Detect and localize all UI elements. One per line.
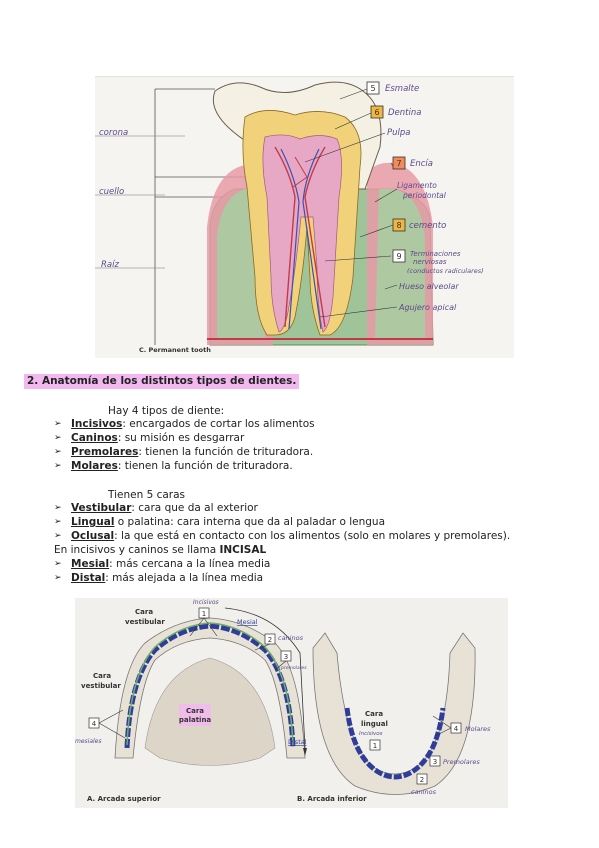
label-molares: Molares [465,725,491,733]
arrow-bullet-icon: ➢ [54,446,62,457]
tooth-anatomy-figure: 5 6 7 8 9 Esmalte Dentina Pulpa Encía Li… [95,76,514,358]
label-cuello: cuello [99,187,124,197]
label-2-top: 2 [268,636,272,644]
label-premolares-bottom: Premolares [443,758,480,766]
label-corona: corona [99,128,128,138]
label-dentina: Dentina [388,108,421,118]
list-item: ➢Caninos: su misión es desgarrar [54,431,245,444]
arrow-bullet-icon: ➢ [54,516,62,527]
label-cara-palatina1: Cara [186,707,204,715]
label-cara-vestibular-b2: vestibular [81,682,121,690]
label-distal: Distal [288,738,307,746]
label-incisivos-bottom: Incisivos [359,731,383,737]
arrow-bullet-icon: ➢ [54,460,62,471]
figure1-caption: C. Permanent tooth [139,346,211,354]
caras-list: ➢Vestibular: cara que da al exterior ➢Li… [54,502,574,585]
label-cara-lingual2: lingual [361,720,388,728]
label-caninos-bottom: caninos [411,788,437,796]
label-cara-vestibular-a1: Cara [135,608,153,616]
section-heading: 2. Anatomía de los distintos tipos de di… [24,374,300,389]
label-7: 7 [396,159,401,168]
arcades-diagram: 1 2 3 4 1 4 3 2 Incisivos [75,599,491,803]
arrow-bullet-icon: ➢ [54,419,62,429]
label-1-top: 1 [202,610,206,618]
label-hueso: Hueso alveolar [399,282,459,291]
intro-tipos: Hay 4 tipos de diente: [108,405,225,417]
dental-arcades-figure: 1 2 3 4 1 4 3 2 Incisivos [75,598,508,808]
arrow-bullet-icon: ➢ [54,432,62,443]
label-3-bottom: 3 [433,758,437,766]
label-caninos-top: caninos [278,634,304,642]
label-esmalte: Esmalte [385,84,419,94]
caption-arcada-superior: A. Arcada superior [87,795,161,803]
label-periodontal: periodontal [402,191,447,200]
arrow-bullet-icon: ➢ [54,530,62,541]
label-cemento: cemento [409,221,446,231]
label-incisivos-top: Incisivos [193,599,219,606]
label-5: 5 [370,84,375,93]
label-conductos: (conductos radiculares) [407,267,484,275]
oclusal-note: En incisivos y caninos se llama INCISAL [54,543,267,556]
label-4-right: 4 [454,725,459,733]
tooth-diagram: 5 6 7 8 9 Esmalte Dentina Pulpa Encía Li… [95,81,484,354]
arrow-bullet-icon: ➢ [54,558,62,569]
list-item: ➢Oclusal: la que está en contacto con lo… [54,529,511,542]
upper-teeth [124,622,296,749]
arrow-bullet-icon: ➢ [54,572,62,583]
caption-arcada-inferior: B. Arcada inferior [297,795,367,803]
list-item: ➢Distal: más alejada a la línea media [54,571,264,584]
label-4-left: 4 [92,720,97,728]
list-item: ➢Vestibular: cara que da al exterior [54,502,258,514]
label-agujero: Agujero apical [398,303,457,312]
label-pulpa: Pulpa [387,128,410,138]
label-raiz: Raíz [101,260,119,270]
list-item: ➢Premolares: tienen la función de tritur… [54,445,314,458]
tipos-list: ➢Incisivos: encargados de cortar los ali… [54,418,574,474]
label-1-bottom: 1 [373,742,377,750]
label-terminaciones: Terminaciones [410,250,461,258]
label-mesiales: mesiales [75,738,102,745]
label-8: 8 [396,221,401,230]
label-cara-palatina2: palatina [179,716,212,724]
label-cara-vestibular-b1: Cara [93,672,111,680]
label-premolares-top: premolares [280,665,307,671]
label-2-bottom: 2 [420,776,424,784]
intro-caras: Tienen 5 caras [108,489,186,501]
label-3-top: 3 [284,653,288,661]
list-item: ➢Molares: tienen la función de triturado… [54,459,293,472]
list-item: ➢Mesial: más cercana a la línea media [54,557,271,570]
label-9: 9 [396,252,401,261]
label-encia: Encía [410,159,433,169]
label-nerviosas: nerviosas [413,258,447,266]
label-ligamento: Ligamento [397,181,437,190]
label-cara-lingual1: Cara [365,710,383,718]
label-6: 6 [374,108,379,117]
lower-teeth [344,707,446,780]
label-mesial: Mesial [237,618,258,626]
arrow-bullet-icon: ➢ [54,503,62,513]
label-cara-vestibular-a2: vestibular [125,618,165,626]
list-item: ➢Incisivos: encargados de cortar los ali… [54,418,315,430]
list-item: ➢Lingual o palatina: cara interna que da… [54,515,386,528]
